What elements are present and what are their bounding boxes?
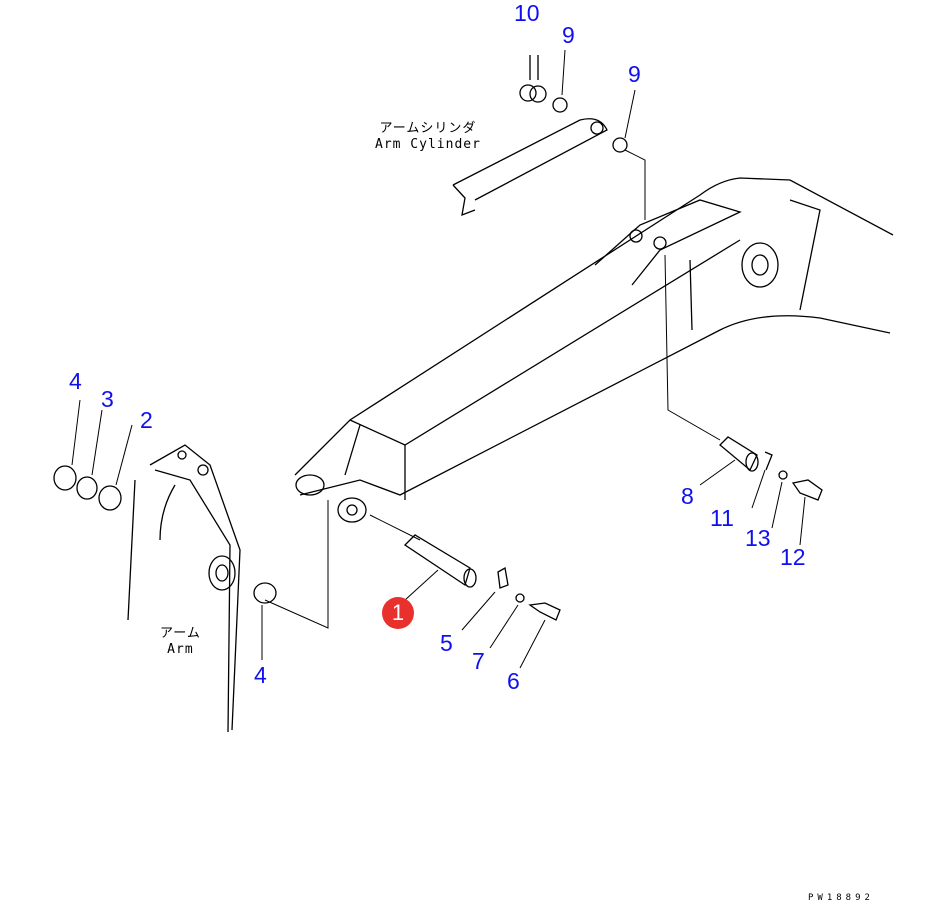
arm-cylinder-caption: アームシリンダ Arm Cylinder (375, 121, 481, 153)
callout-10[interactable]: 10 (514, 0, 540, 26)
arm-caption: アーム Arm (160, 626, 201, 658)
drawing-code: PW18892 (808, 893, 874, 903)
callout-11[interactable]: 11 (710, 505, 734, 531)
arm-jp: アーム (160, 626, 201, 641)
leader-lines (71, 49, 806, 669)
callout-3[interactable]: 3 (101, 386, 114, 412)
arm-cylinder-en: Arm Cylinder (375, 137, 481, 152)
callout-9[interactable]: 9 (562, 22, 575, 48)
arm-cylinder-jp: アームシリンダ (379, 121, 477, 136)
callout-12[interactable]: 12 (780, 544, 806, 570)
arm-cylinder-drawing (452, 118, 608, 217)
boom-drawing (294, 177, 894, 523)
callout-4[interactable]: 4 (69, 368, 82, 394)
callout-6[interactable]: 6 (507, 668, 520, 694)
arm-en: Arm (167, 642, 194, 657)
callout-7[interactable]: 7 (472, 648, 485, 674)
callout-4[interactable]: 4 (254, 662, 267, 688)
callout-9[interactable]: 9 (628, 61, 641, 87)
callout-8[interactable]: 8 (681, 483, 694, 509)
callout-2[interactable]: 2 (140, 407, 153, 433)
callout-5[interactable]: 5 (440, 630, 453, 656)
arm-drawing (127, 444, 241, 733)
parts-drawing (53, 55, 823, 621)
callout-1-highlighted[interactable]: 1 (382, 597, 414, 629)
callout-13[interactable]: 13 (745, 525, 771, 551)
